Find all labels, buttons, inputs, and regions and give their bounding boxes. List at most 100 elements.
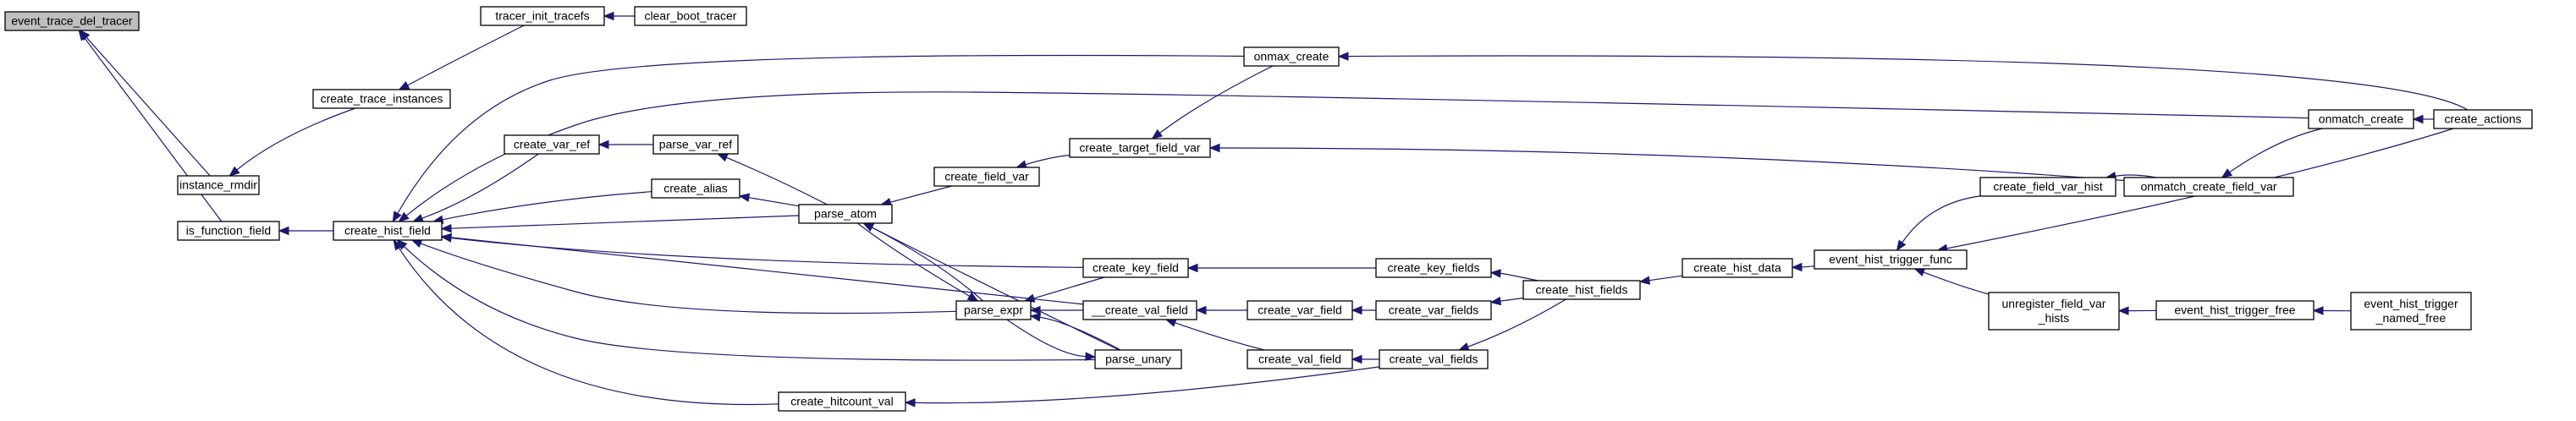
node-label: event_hist_trigger: [2364, 297, 2458, 310]
node-event_hist_trigger_func[interactable]: event_hist_trigger_func: [1814, 249, 1968, 270]
node-create_target_field_var[interactable]: create_target_field_var: [1069, 138, 1211, 158]
node-create_field_var_hist[interactable]: create_field_var_hist: [1979, 177, 2116, 197]
node-box[interactable]: [177, 221, 280, 241]
node-label: create_var_fields: [1389, 303, 1479, 317]
node-box[interactable]: [1082, 300, 1197, 320]
arrowhead-icon: [1029, 305, 1041, 315]
node-box[interactable]: [2155, 300, 2315, 320]
node-box[interactable]: [312, 89, 451, 109]
node-instance_rmdir[interactable]: instance_rmdir: [177, 175, 260, 195]
node-event_hist_trigger_named_free[interactable]: event_hist_trigger_named_free: [2350, 292, 2472, 331]
node-box[interactable]: [504, 134, 600, 155]
node-box[interactable]: [1069, 138, 1211, 158]
node-label: event_hist_trigger_func: [1829, 253, 1952, 266]
node-box[interactable]: [1082, 258, 1189, 278]
node-box[interactable]: [778, 391, 906, 412]
edge-line: [2229, 128, 2323, 173]
node-box[interactable]: [1375, 258, 1492, 278]
node-create_actions[interactable]: create_actions: [2433, 109, 2533, 129]
node-event_hist_trigger_free[interactable]: event_hist_trigger_free: [2155, 300, 2315, 320]
edge-line: [889, 185, 953, 203]
node-unregister_field_var_hists[interactable]: unregister_field_var_hists: [1988, 292, 2120, 331]
node-create_key_field[interactable]: create_key_field: [1082, 258, 1189, 278]
node-create_alias[interactable]: create_alias: [651, 178, 740, 199]
node-box[interactable]: [1814, 249, 1968, 270]
arrowhead-icon: [1085, 352, 1097, 361]
node-create_key_fields[interactable]: create_key_fields: [1375, 258, 1492, 278]
node-event_trace_del_tracer[interactable]: event_trace_del_tracer: [4, 11, 140, 31]
node-label: onmatch_create: [2319, 112, 2404, 126]
node-box[interactable]: [1247, 300, 1353, 320]
arrowhead-icon: [1489, 269, 1501, 278]
node-box[interactable]: [1522, 280, 1641, 300]
edge-create_hitcount_val-to-create_hist_field: [393, 238, 779, 406]
node-box[interactable]: [2433, 109, 2533, 129]
node-create_var_fields[interactable]: create_var_fields: [1375, 300, 1492, 320]
node-create_var_ref[interactable]: create_var_ref: [504, 134, 600, 155]
edge-parse_expr-to-create_hist_field: [410, 239, 957, 314]
node-box[interactable]: [2123, 177, 2294, 197]
node-box[interactable]: [333, 221, 443, 241]
node-box[interactable]: [798, 204, 893, 224]
node-create_hist_fields[interactable]: create_hist_fields: [1522, 280, 1641, 300]
edge-line: [1500, 297, 1524, 302]
node-box[interactable]: [1979, 177, 2116, 197]
node-is_function_field[interactable]: is_function_field: [177, 221, 280, 241]
node-box[interactable]: [634, 6, 747, 26]
node-onmatch_create_field_var[interactable]: onmatch_create_field_var: [2123, 177, 2294, 197]
edge-create_hist_fields-to-create_key_fields: [1489, 269, 1538, 282]
arrowhead-icon: [1351, 305, 1362, 315]
node-onmax_create[interactable]: onmax_create: [1243, 46, 1340, 67]
node-create_hitcount_val[interactable]: create_hitcount_val: [778, 391, 906, 412]
node-create_val_fields[interactable]: create_val_fields: [1379, 349, 1489, 369]
node-box[interactable]: [1247, 349, 1353, 369]
node-box[interactable]: [1988, 292, 2120, 331]
node-clear_boot_tracer[interactable]: clear_boot_tracer: [634, 6, 747, 26]
node-onmatch_create[interactable]: onmatch_create: [2308, 109, 2414, 129]
node-box[interactable]: [177, 175, 260, 195]
node-parse_atom[interactable]: parse_atom: [798, 204, 893, 224]
node-layer: event_trace_del_tracer instance_rmdir is_f…: [4, 6, 2533, 412]
node-create_var_field[interactable]: create_var_field: [1247, 300, 1353, 320]
node-label: create_hist_data: [1693, 261, 1781, 275]
node-__create_val_field[interactable]: __create_val_field: [1082, 300, 1197, 320]
edge-line: [397, 54, 1245, 214]
arrowhead-icon: [1195, 305, 1207, 315]
node-box[interactable]: [2308, 109, 2414, 129]
edge-create_actions-to-onmax_create: [1337, 52, 2469, 111]
node-create_field_var[interactable]: create_field_var: [933, 167, 1040, 187]
node-label: create_field_var: [944, 170, 1029, 183]
node-create_hist_data[interactable]: create_hist_data: [1682, 258, 1793, 278]
node-parse_expr[interactable]: parse_expr: [955, 300, 1032, 320]
node-box[interactable]: [1243, 46, 1340, 67]
node-box[interactable]: [480, 6, 605, 26]
node-box[interactable]: [651, 178, 740, 199]
node-box[interactable]: [1094, 349, 1182, 369]
node-create_hist_field[interactable]: create_hist_field: [333, 221, 443, 241]
node-label: create_var_field: [1258, 303, 1342, 317]
node-tracer_init_tracefs[interactable]: tracer_init_tracefs: [480, 6, 605, 26]
edge-line: [1025, 154, 1071, 166]
node-create_trace_instances[interactable]: create_trace_instances: [312, 89, 451, 109]
edge-line: [442, 191, 652, 221]
node-box[interactable]: [933, 167, 1040, 187]
edge-line: [420, 243, 957, 314]
edge-onmatch_create-to-onmatch_create_field_var: [2221, 128, 2323, 178]
edge-__create_val_field-to-parse_expr: [1029, 305, 1083, 315]
node-box[interactable]: [1379, 349, 1489, 369]
node-box[interactable]: [955, 300, 1032, 320]
node-box[interactable]: [2350, 292, 2472, 331]
edge-line: [1923, 271, 1990, 295]
node-box[interactable]: [1375, 300, 1492, 320]
node-create_val_field[interactable]: create_val_field: [1247, 349, 1353, 369]
node-box[interactable]: [1682, 258, 1793, 278]
arrowhead-icon: [1638, 276, 1651, 285]
arrowhead-icon: [738, 193, 751, 202]
edge-create_field_var_hist-to-event_hist_trigger_func: [1896, 195, 1981, 252]
node-label: onmatch_create_field_var: [2140, 180, 2276, 194]
edge-parse_expr-to-parse_unary: [1006, 319, 1097, 361]
node-box[interactable]: [4, 11, 140, 31]
node-parse_var_ref[interactable]: parse_var_ref: [652, 134, 739, 155]
node-box[interactable]: [652, 134, 739, 155]
node-parse_unary[interactable]: parse_unary: [1094, 349, 1182, 369]
